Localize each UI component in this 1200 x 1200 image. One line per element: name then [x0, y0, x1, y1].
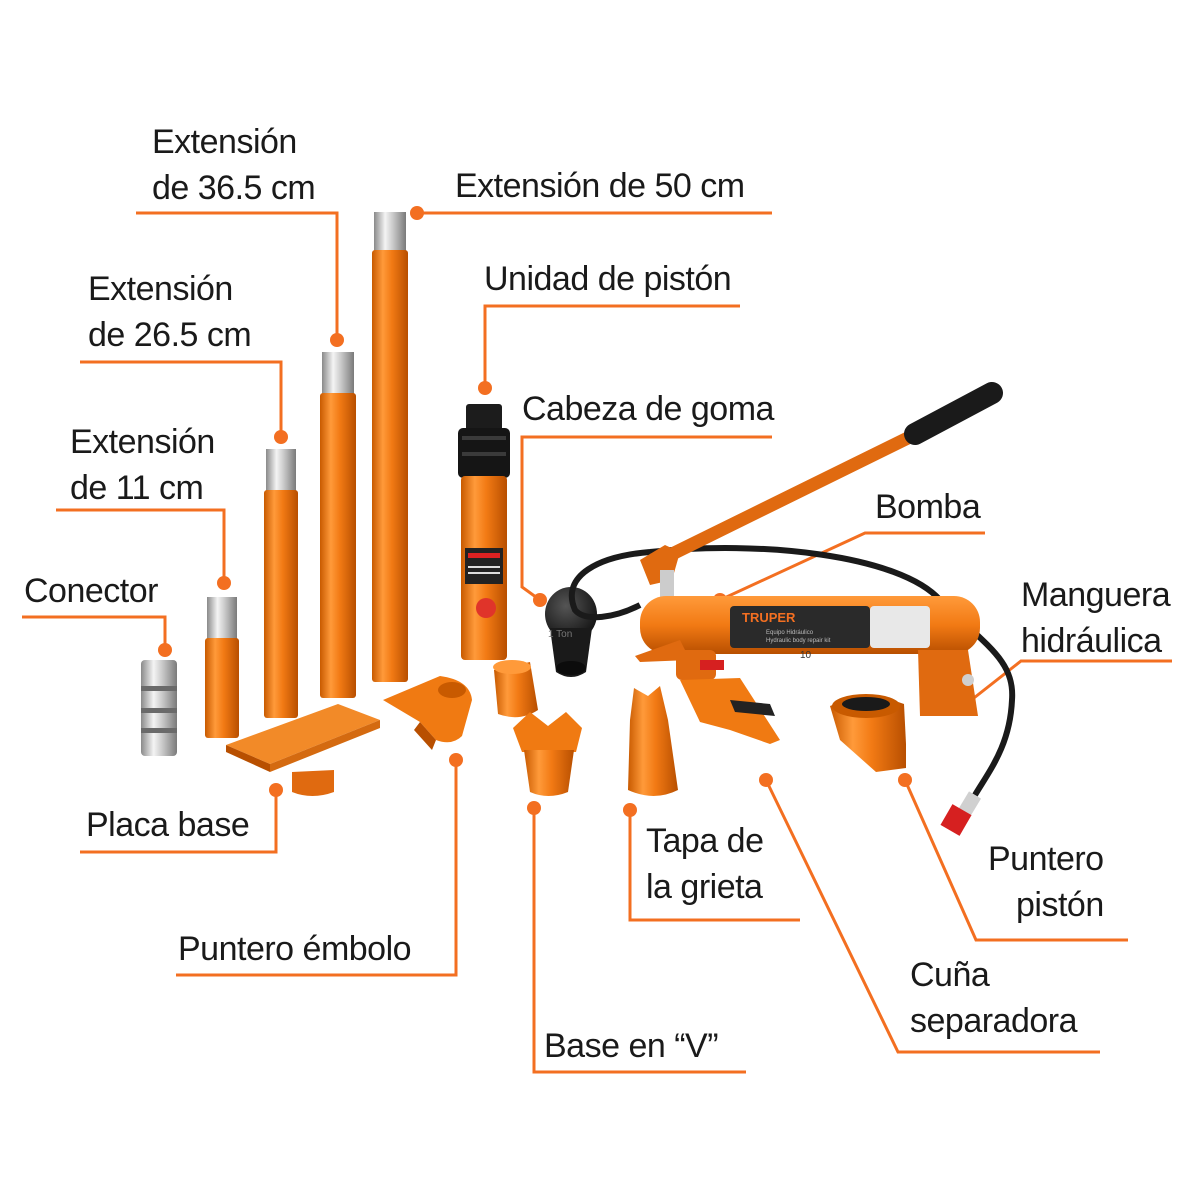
label-line: hidráulica — [1021, 622, 1162, 660]
leader-wedge — [764, 779, 1100, 1054]
label-v-base: Base en “V” — [544, 1027, 719, 1065]
piston-unit-part — [458, 404, 510, 660]
label-extension-26: Extensión de 26.5 cm — [88, 266, 252, 358]
plunger-tip-part — [383, 676, 472, 750]
extension-26-part — [264, 449, 298, 718]
label-plunger-tip: Puntero émbolo — [178, 930, 412, 968]
crack-cap-part — [628, 686, 678, 796]
label-line: Tapa de — [646, 822, 764, 860]
rubber-head-part: 1 Ton — [545, 587, 597, 677]
leader-v-base — [532, 808, 746, 1074]
round-cap-part — [493, 660, 538, 718]
leader-connector — [22, 615, 167, 650]
label-line: Manguera — [1021, 576, 1171, 614]
label-hose: Manguera hidráulica — [1021, 572, 1171, 664]
extension-11-part — [205, 597, 239, 738]
label-extension-50: Extensión de 50 cm — [455, 167, 745, 205]
label-crack-cap: Tapa de la grieta — [646, 818, 764, 910]
leader-extension-26 — [80, 360, 283, 437]
piston-tip-part — [830, 694, 906, 772]
label-extension-36: Extensión de 36.5 cm — [152, 119, 316, 211]
label-line: Cuña — [910, 956, 990, 994]
label-extension-11: Extensión de 11 cm — [70, 419, 215, 511]
label-base-plate: Placa base — [86, 806, 250, 844]
svg-text:Hydraulic body repair kit: Hydraulic body repair kit — [766, 638, 831, 644]
leader-extension-36 — [136, 211, 339, 338]
label-line: de 36.5 cm — [152, 169, 316, 207]
label-piston-tip: Puntero pistón — [988, 836, 1104, 928]
v-base-part — [513, 712, 582, 796]
leader-hose — [964, 659, 1172, 707]
label-line: de 26.5 cm — [88, 316, 252, 354]
pump-part: TRUPER Equipo Hidráulico Hydraulic body … — [635, 382, 1003, 716]
label-line: pistón — [1016, 886, 1104, 924]
extension-36-part — [320, 352, 356, 698]
label-line: la grieta — [646, 868, 763, 906]
label-line: Puntero — [988, 840, 1104, 878]
label-pump: Bomba — [875, 488, 981, 526]
label-line: Extensión — [70, 423, 215, 461]
leader-extension-11 — [56, 508, 226, 583]
hose-coupler — [940, 804, 972, 836]
leader-base-plate — [80, 790, 278, 854]
pump-brand: TRUPER — [742, 610, 796, 625]
label-line: de 11 cm — [70, 469, 204, 507]
base-plate-part — [226, 704, 380, 796]
wedge-part — [676, 650, 780, 744]
label-piston-unit: Unidad de pistón — [484, 260, 732, 298]
leader-piston-unit — [483, 304, 740, 388]
svg-text:10: 10 — [800, 650, 812, 661]
label-connector: Conector — [24, 572, 158, 610]
leader-rubber-head — [520, 435, 772, 602]
leader-piston-tip — [903, 779, 1128, 942]
connector-part — [141, 660, 177, 756]
leader-lines — [22, 211, 1172, 1074]
leader-crack-cap — [628, 810, 800, 922]
rubber-head-marking: 1 Ton — [548, 629, 572, 640]
label-line: separadora — [910, 1002, 1078, 1040]
label-wedge: Cuña separadora — [910, 952, 1078, 1044]
label-rubber-head: Cabeza de goma — [522, 390, 774, 428]
extension-50-part — [372, 212, 408, 682]
label-line: Extensión — [88, 270, 233, 308]
leader-plunger-tip — [176, 760, 458, 977]
svg-text:Equipo Hidráulico: Equipo Hidráulico — [766, 630, 814, 636]
label-line: Extensión — [152, 123, 297, 161]
leader-pump — [719, 531, 985, 602]
